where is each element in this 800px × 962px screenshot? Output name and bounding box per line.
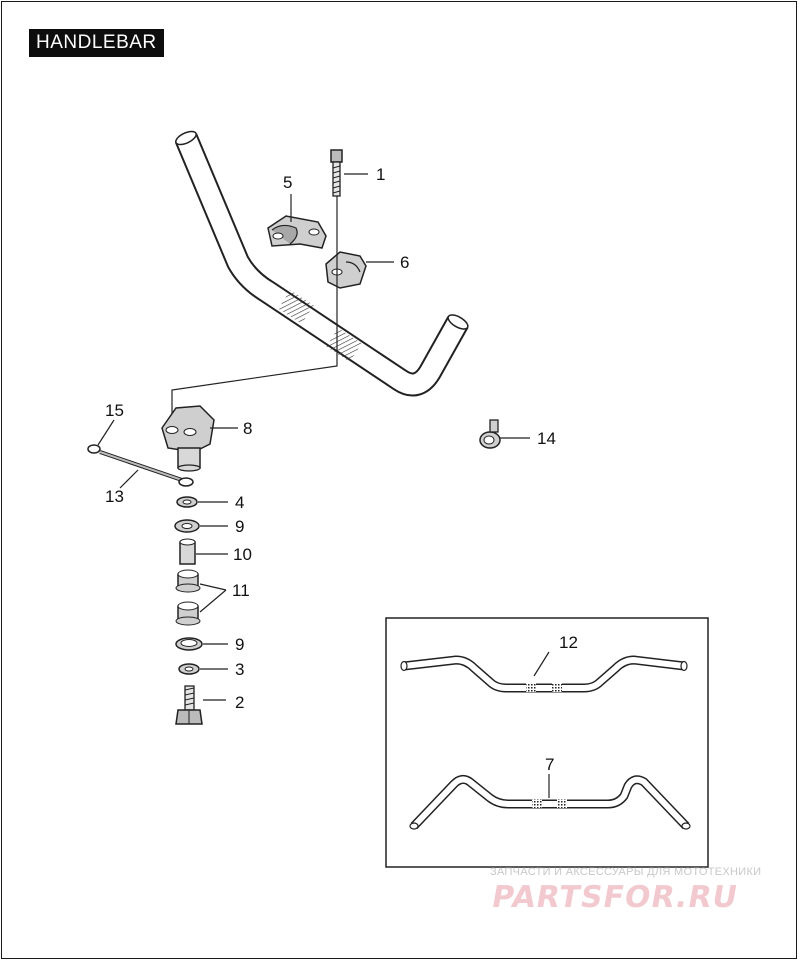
assembly-leader xyxy=(171,196,338,418)
callout-5: 5 xyxy=(283,173,292,192)
riser-8 xyxy=(161,405,215,472)
callout-15: 15 xyxy=(105,401,124,420)
page-title: HANDLEBAR xyxy=(29,29,164,57)
knurl-right xyxy=(326,328,362,362)
clamp-5 xyxy=(267,215,327,249)
watermark-caption: ЗАПЧАСТИ И АКСЕССУАРЫ ДЛЯ МОТОТЕХНИКИ xyxy=(490,866,762,878)
bushing-11-upper xyxy=(175,569,201,593)
alternate-handlebars-inset xyxy=(385,617,709,868)
callout-12: 12 xyxy=(559,633,578,652)
callout-7: 7 xyxy=(545,755,554,774)
callout-leaders xyxy=(97,173,530,701)
washer-4 xyxy=(176,496,198,508)
clamp-6 xyxy=(325,251,367,289)
ground-strap-13 xyxy=(87,444,194,487)
callout-11: 11 xyxy=(232,581,250,600)
bolt-2 xyxy=(175,685,203,725)
callout-9-upper: 9 xyxy=(235,517,244,536)
callout-3: 3 xyxy=(235,660,244,679)
callout-14: 14 xyxy=(537,429,556,448)
callout-6: 6 xyxy=(400,253,409,272)
bushing-11-lower xyxy=(175,601,201,626)
main-handlebar xyxy=(174,130,469,397)
knurl-left xyxy=(278,290,314,324)
handlebar-12 xyxy=(400,651,688,693)
callout-1: 1 xyxy=(376,165,385,184)
watermark-logo: PARTSFOR.RU xyxy=(488,880,741,915)
callout-13: 13 xyxy=(105,487,124,506)
washer-3 xyxy=(178,663,200,675)
callout-8: 8 xyxy=(243,419,252,438)
callout-10: 10 xyxy=(233,545,252,564)
washer-9-lower xyxy=(175,637,203,651)
clip-14 xyxy=(479,419,501,449)
bolt-1 xyxy=(330,149,343,197)
callout-4: 4 xyxy=(235,493,244,512)
callout-2: 2 xyxy=(235,693,244,712)
washer-9-upper xyxy=(174,519,200,533)
sleeve-10 xyxy=(179,538,196,565)
callout-9-lower: 9 xyxy=(235,635,244,654)
handlebar-7 xyxy=(409,774,691,830)
